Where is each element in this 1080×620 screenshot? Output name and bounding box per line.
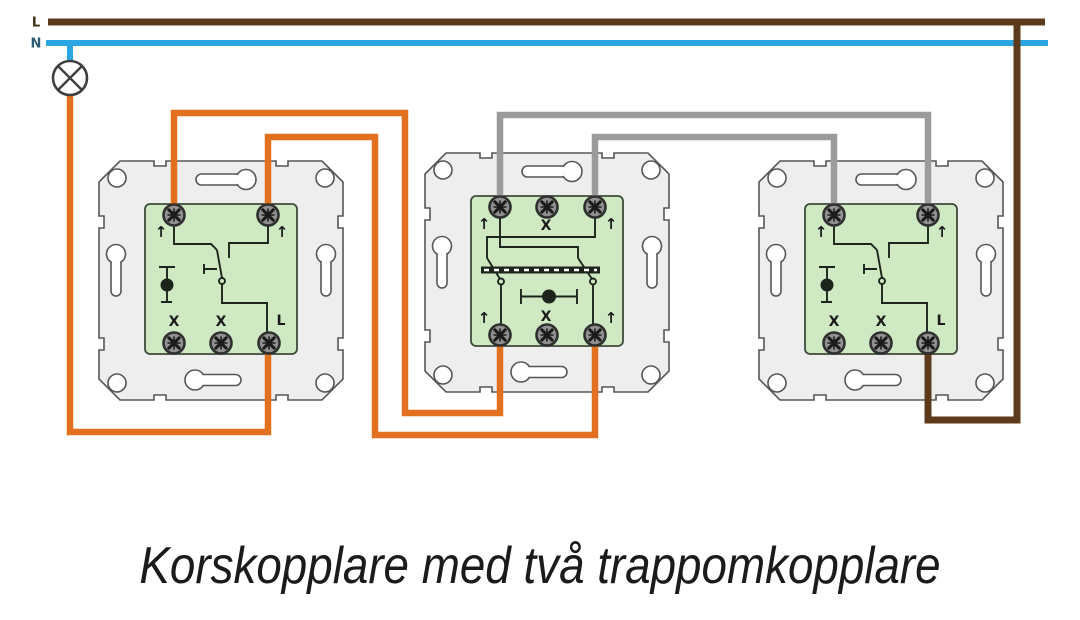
s3-x-label-left: X xyxy=(829,314,840,330)
s3-screw-x-left xyxy=(822,331,846,355)
s3-l-label: L xyxy=(937,313,946,329)
s1-l-label: L xyxy=(277,313,286,329)
wire-cross-top-right-to-switch3-up1 xyxy=(591,133,838,211)
neutral-label: N xyxy=(31,37,42,52)
s2-screw-bottom-right xyxy=(583,323,607,347)
s1-arrow-up-right-icon: ↑ xyxy=(276,223,289,241)
s3-screw-l xyxy=(916,331,940,355)
live-label: L xyxy=(32,16,40,31)
s3-arrow-up-left-icon: ↑ xyxy=(815,223,828,241)
caption: Korskopplare med två trappomkopplare xyxy=(139,537,941,595)
s1-screw-x-mid xyxy=(209,331,233,355)
s3-arrow-up-right-icon: ↑ xyxy=(936,223,949,241)
s3-screw-x-mid xyxy=(869,331,893,355)
s2-arrow-top-right-icon: ↑ xyxy=(605,215,618,233)
s2-screw-top-right xyxy=(583,195,607,219)
s2-screw-top-left xyxy=(488,195,512,219)
cross-switch-schematic xyxy=(481,218,600,325)
wire-switch1-up1-to-cross-bottom-left xyxy=(170,109,504,417)
s1-screw-l xyxy=(257,331,281,355)
s2-x-label-top: X xyxy=(541,218,552,234)
s3-x-label-mid: X xyxy=(876,314,887,330)
wire-switch3-l-to-live xyxy=(924,20,1021,424)
s2-arrow-top-left-icon: ↑ xyxy=(478,215,491,233)
s2-x-label-bottom: X xyxy=(541,309,552,325)
lamp-icon xyxy=(51,59,89,97)
s2-arrow-bottom-left-icon: ↑ xyxy=(478,309,491,327)
s1-arrow-up-left-icon: ↑ xyxy=(155,223,168,241)
s2-arrow-bottom-right-icon: ↑ xyxy=(605,309,618,327)
s2-screw-top-x xyxy=(535,195,559,219)
wiring-diagram: L N ↑ ↑ X X L ↑ ↑ ↑ ↑ X X ↑ ↑ X X L xyxy=(31,16,1048,439)
wire-lamp-to-switch1-l xyxy=(66,94,272,436)
s1-screw-x-left xyxy=(162,331,186,355)
s1-x-label-left: X xyxy=(169,314,180,330)
wire-cross-top-left-to-switch3-up2 xyxy=(496,111,932,211)
wire-switch1-up2-to-cross-bottom-right xyxy=(264,133,599,439)
s1-x-label-mid: X xyxy=(216,314,227,330)
s2-screw-bottom-x xyxy=(535,323,559,347)
toggle-knob xyxy=(542,289,556,304)
s2-screw-bottom-left xyxy=(488,323,512,347)
